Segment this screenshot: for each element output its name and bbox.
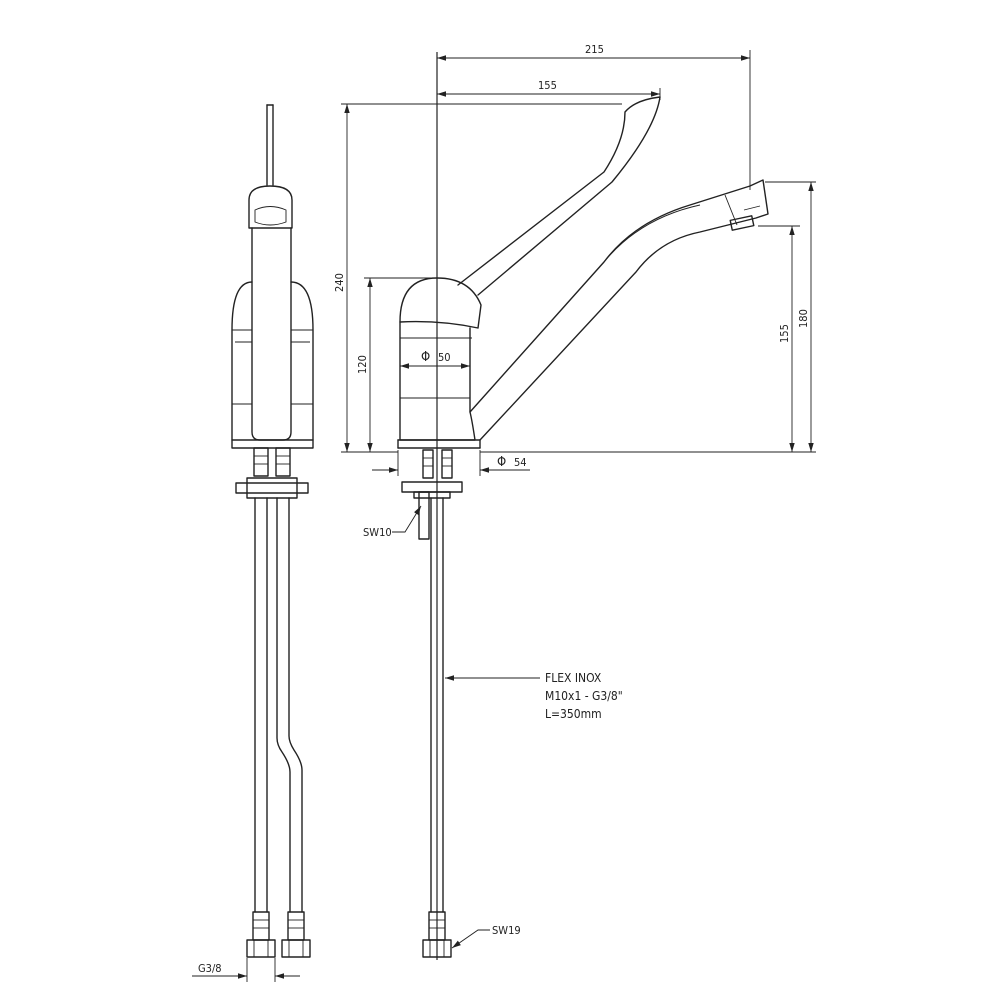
callout-hex-small: SW10	[363, 505, 422, 539]
dim-overall-reach: 215	[437, 43, 751, 190]
side-connectors	[253, 447, 291, 477]
hose-spec-line2: M10x1 - G3/8"	[545, 689, 623, 703]
front-connectors	[422, 449, 453, 479]
spout-outlet-height-value: 155	[778, 324, 791, 343]
overall-height-value: 240	[333, 273, 346, 292]
base-diameter-value: 54	[514, 456, 527, 469]
side-mounting-plate	[235, 482, 309, 494]
side-lever	[266, 104, 274, 186]
dim-body-diameter: Φ 50	[400, 350, 470, 369]
front-spout	[469, 179, 769, 441]
front-threaded-stud	[418, 491, 430, 540]
dim-lever-reach: 155	[437, 79, 661, 100]
callout-hex-large: SW19	[451, 924, 521, 949]
overall-reach-value: 215	[585, 43, 604, 56]
side-body	[231, 281, 314, 449]
spout-top-height-value: 180	[797, 309, 810, 328]
side-hoses	[254, 497, 303, 913]
front-aerator	[729, 205, 761, 231]
diameter-symbol: Φ	[421, 350, 430, 365]
hex-large-label: SW19	[492, 924, 521, 937]
front-lever	[457, 96, 661, 296]
front-view	[397, 52, 769, 960]
body-diameter-value: 50	[438, 351, 451, 364]
dim-body-height: 120	[356, 277, 437, 452]
lever-reach-value: 155	[538, 79, 557, 92]
body-height-value: 120	[356, 355, 369, 374]
side-spout-head	[248, 185, 293, 229]
dim-overall-height: 240	[333, 103, 622, 453]
hose-spec-line3: L=350mm	[545, 707, 602, 721]
hose-spec-line1: FLEX INOX	[545, 671, 602, 685]
side-spout-column	[251, 227, 292, 441]
front-mounting-plate	[401, 481, 463, 493]
dim-spout-outlet-height: 155	[480, 225, 816, 453]
diameter-symbol-2: Φ	[497, 455, 506, 470]
hex-small-label: SW10	[363, 526, 392, 539]
side-hose-fittings	[246, 911, 311, 958]
front-body-dome	[399, 277, 482, 329]
side-view: G3/8	[192, 104, 314, 982]
dim-spout-top-height: 180	[765, 181, 816, 452]
front-hose-fitting	[422, 911, 452, 958]
dim-connection-thread: G3/8	[192, 958, 300, 982]
connection-thread-label: G3/8	[198, 962, 222, 975]
dim-base-diameter: Φ 54	[372, 450, 530, 476]
callout-hose-spec: FLEX INOX M10x1 - G3/8" L=350mm	[445, 671, 623, 721]
front-hose	[430, 497, 444, 913]
